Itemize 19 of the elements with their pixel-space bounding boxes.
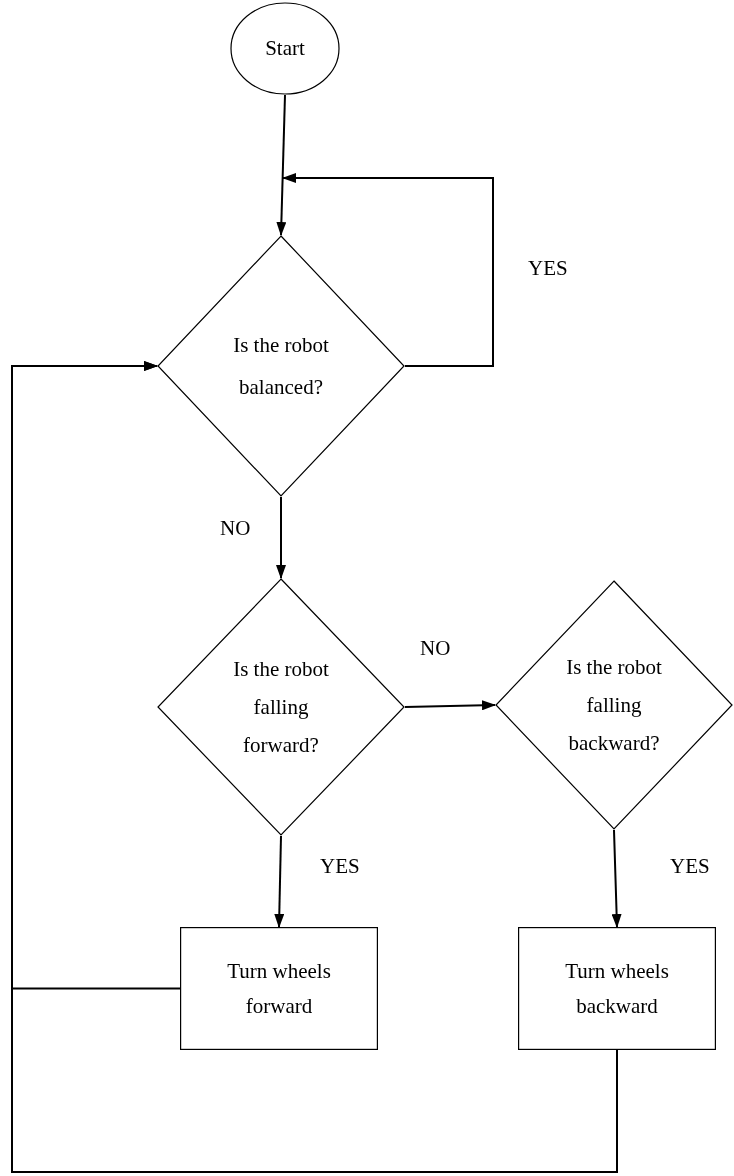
process-box — [180, 927, 378, 1050]
node-label: Is the robot falling forward? — [232, 656, 330, 759]
start-ellipse — [230, 2, 340, 95]
decision-diamond — [157, 578, 405, 836]
node-label: Start — [264, 34, 306, 62]
node-label: Is the robot balanced? — [232, 332, 330, 401]
arrow — [404, 700, 496, 711]
decision-diamond — [495, 580, 733, 830]
decision-diamond — [157, 235, 405, 497]
node-label: Turn wheels backward — [564, 957, 670, 1020]
node-label: Turn wheels forward — [226, 957, 332, 1020]
arrow — [611, 829, 622, 928]
arrow — [11, 361, 618, 1173]
arrow — [282, 173, 494, 367]
arrow — [276, 94, 287, 236]
arrow — [276, 496, 286, 579]
node-label: Is the robot falling backward? — [565, 654, 663, 757]
arrow — [274, 835, 285, 928]
process-box — [518, 927, 716, 1050]
